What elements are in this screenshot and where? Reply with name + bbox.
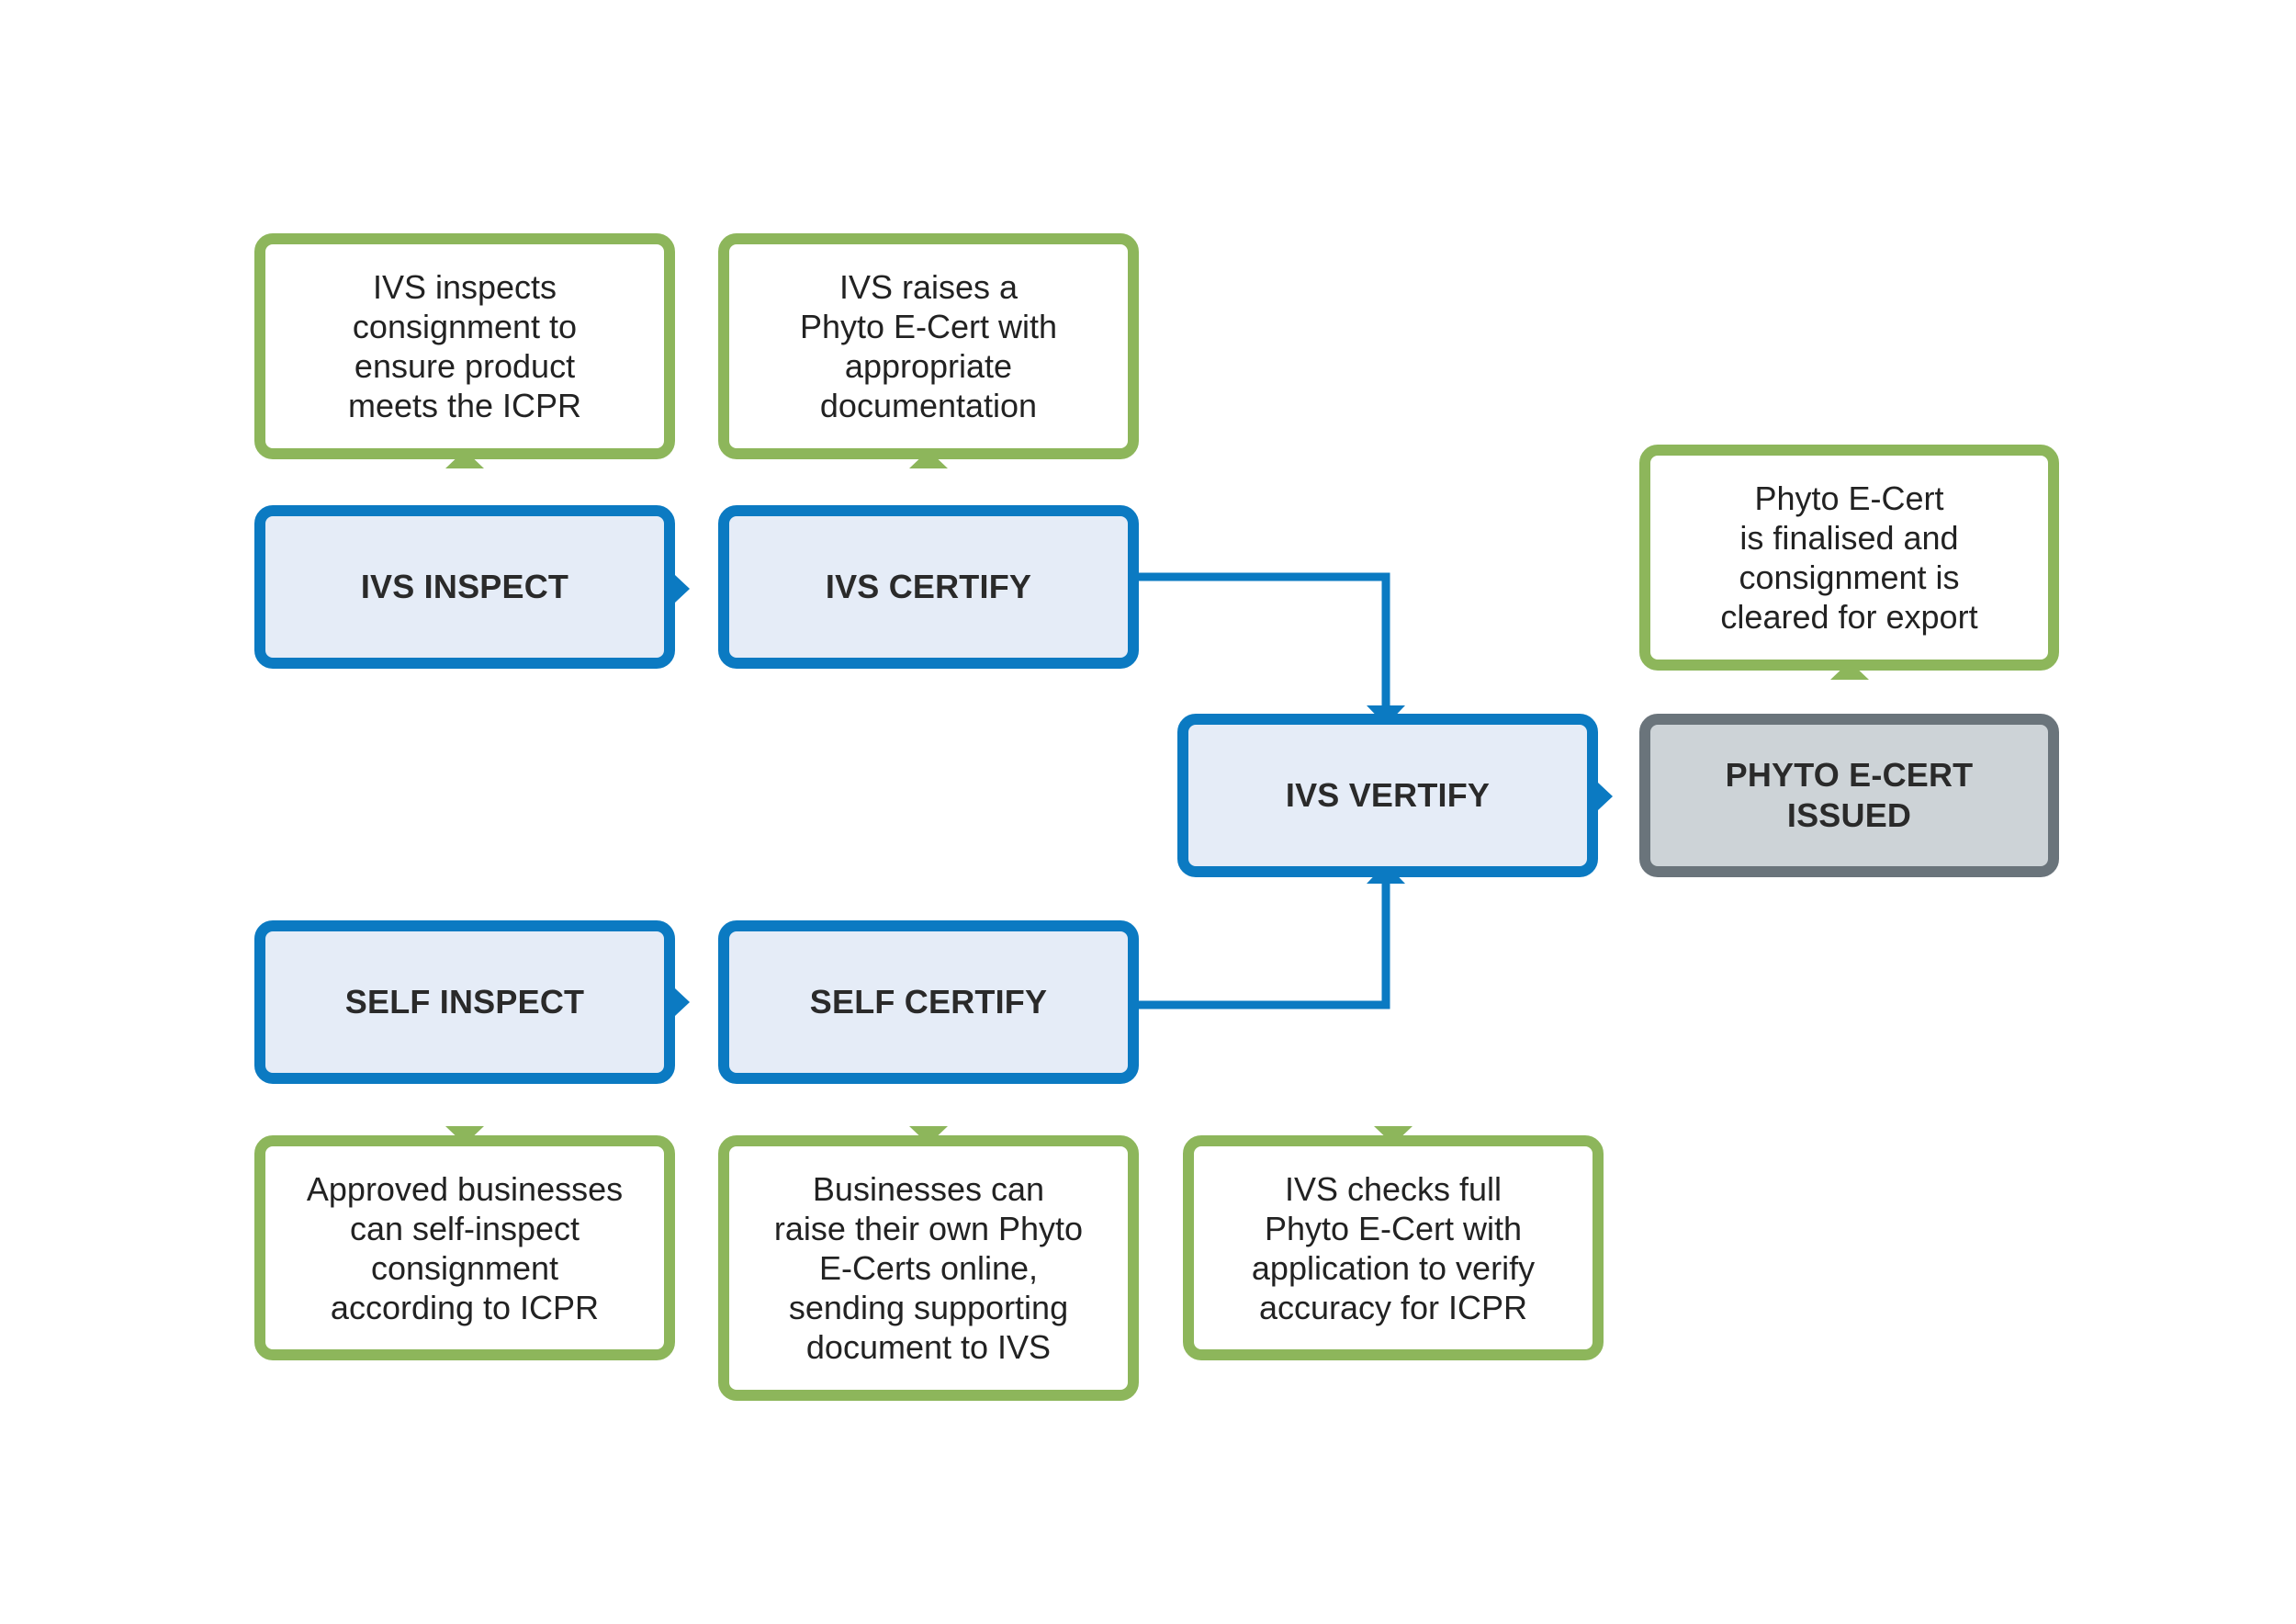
arrow-inspect-to-certify <box>675 575 690 603</box>
note-ivs-certify: IVS raises a Phyto E-Cert with appropria… <box>718 233 1139 459</box>
connector-certify-to-vertify <box>1139 572 1390 707</box>
step-ivs-vertify-label: IVS VERTIFY <box>1285 776 1491 814</box>
note-ivs-checks-text: IVS checks full Phyto E-Cert with applic… <box>1251 1169 1536 1326</box>
note-self-certify: Businesses can raise their own Phyto E-C… <box>718 1135 1139 1401</box>
note-pointer-ivs-inspect <box>445 450 484 468</box>
step-self-certify-label: SELF CERTIFY <box>809 983 1048 1021</box>
note-self-inspect-text: Approved businesses can self-inspect con… <box>306 1169 624 1326</box>
step-ivs-certify-label: IVS CERTIFY <box>825 568 1032 605</box>
step-ivs-inspect: IVS INSPECT <box>254 505 675 669</box>
note-self-certify-text: Businesses can raise their own Phyto E-C… <box>773 1170 1084 1366</box>
note-ivs-final: Phyto E-Cert is finalised and consignmen… <box>1639 445 2059 671</box>
arrow-vertify-to-issued <box>1598 783 1613 810</box>
note-ivs-checks: IVS checks full Phyto E-Cert with applic… <box>1183 1135 1604 1360</box>
step-phyto-ecert-issued-label: PHYTO E-CERT ISSUED <box>1725 756 1974 834</box>
step-ivs-vertify: IVS VERTIFY <box>1177 714 1598 877</box>
step-self-inspect: SELF INSPECT <box>254 920 675 1084</box>
note-ivs-certify-text: IVS raises a Phyto E-Cert with appropria… <box>799 268 1058 424</box>
note-ivs-inspect-text: IVS inspects consignment to ensure produ… <box>347 268 582 424</box>
step-ivs-inspect-label: IVS INSPECT <box>360 568 569 605</box>
note-ivs-final-text: Phyto E-Cert is finalised and consignmen… <box>1720 479 1978 636</box>
note-pointer-ivs-final <box>1830 661 1869 680</box>
note-self-inspect: Approved businesses can self-inspect con… <box>254 1135 675 1360</box>
step-phyto-ecert-issued: PHYTO E-CERT ISSUED <box>1639 714 2059 877</box>
step-self-certify: SELF CERTIFY <box>718 920 1139 1084</box>
connector-self-certify-to-vertify <box>1139 882 1390 1009</box>
note-pointer-ivs-certify <box>909 450 948 468</box>
step-ivs-certify: IVS CERTIFY <box>718 505 1139 669</box>
arrow-self-inspect-to-self-certify <box>675 988 690 1016</box>
step-self-inspect-label: SELF INSPECT <box>344 983 585 1021</box>
note-ivs-inspect: IVS inspects consignment to ensure produ… <box>254 233 675 459</box>
